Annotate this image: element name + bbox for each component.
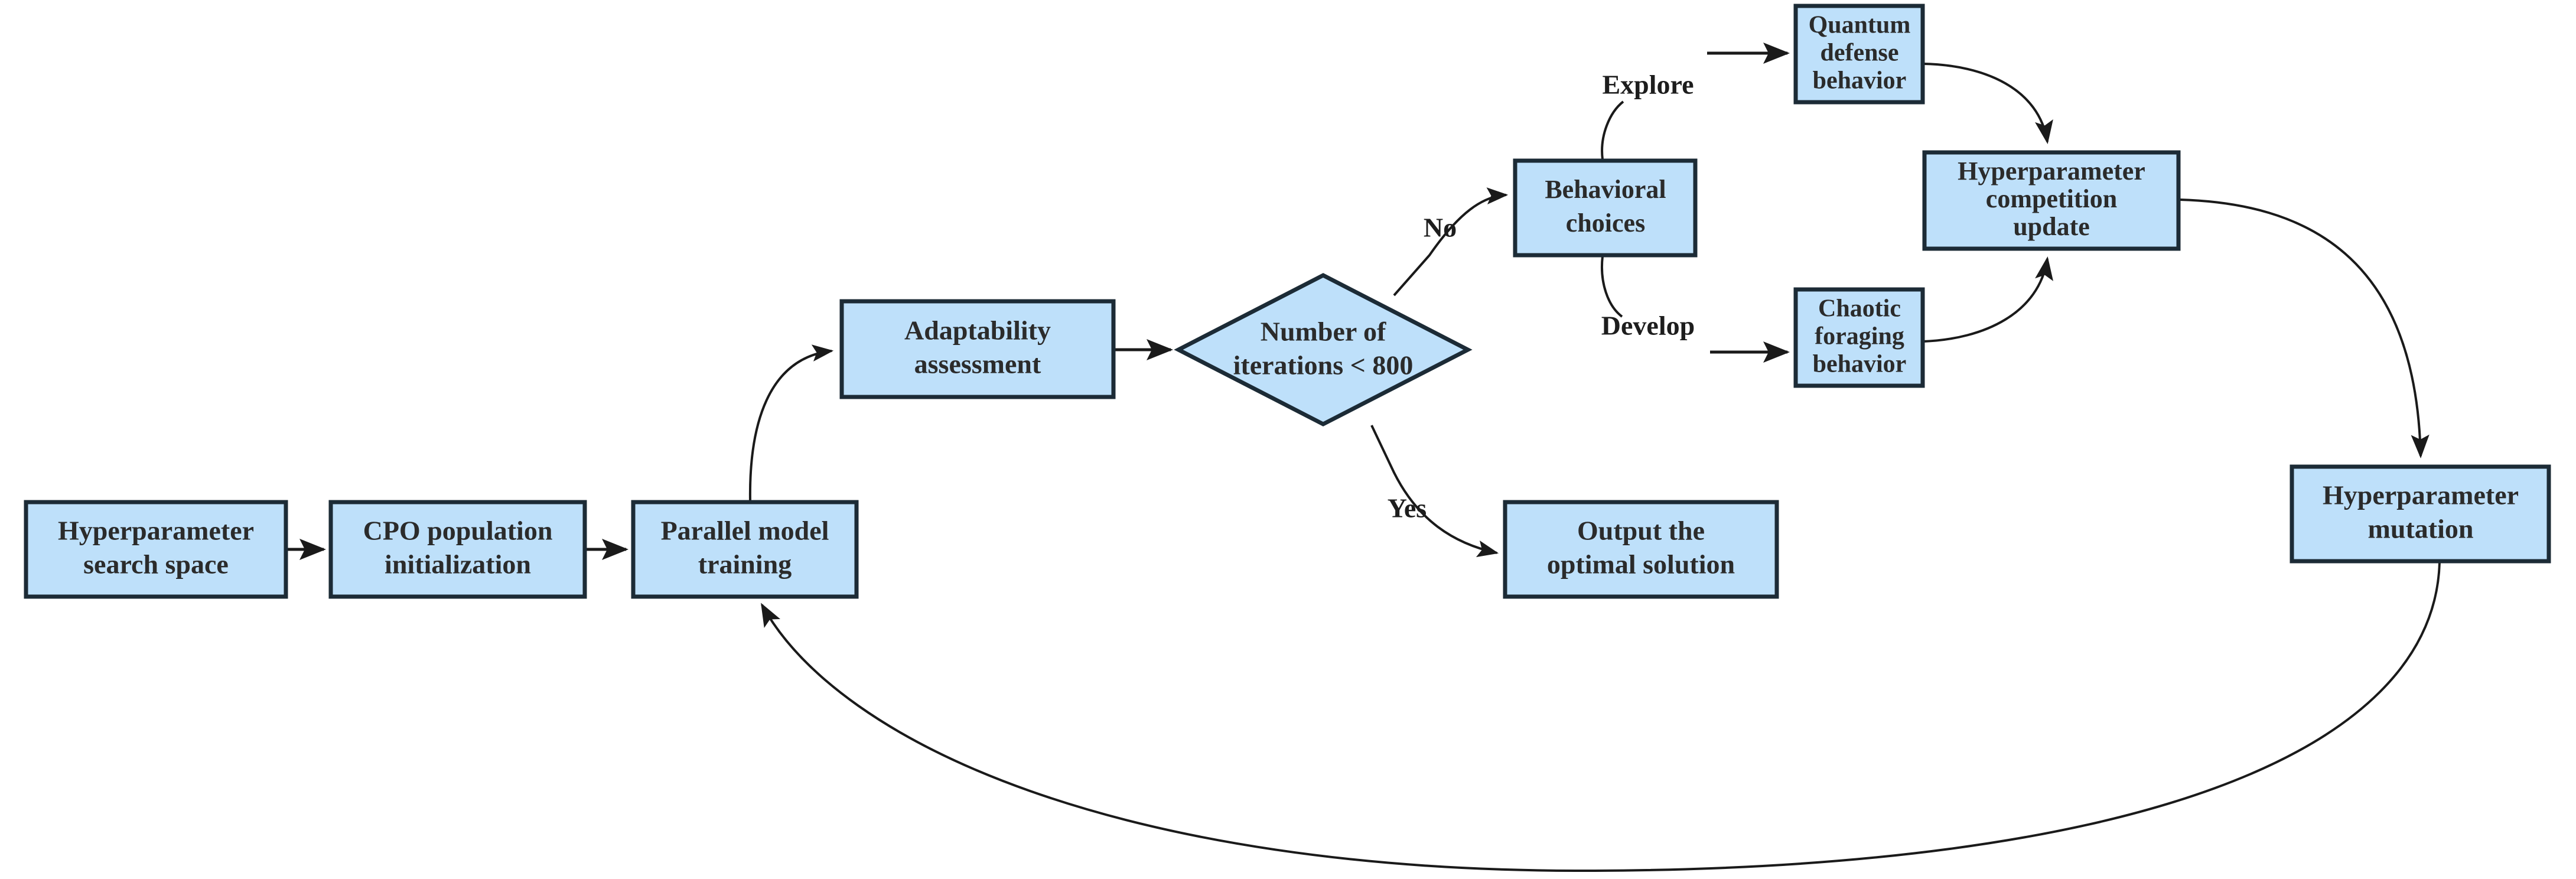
node-label-line: behavior	[1813, 351, 1907, 378]
node-adaptability-assessment[interactable]: Adaptability assessment	[839, 299, 1116, 399]
node-label-line: Hyperparameter	[1958, 157, 2145, 185]
edge-training-to-assessment	[748, 344, 834, 502]
edge-decision-no-to-behavioral	[1393, 187, 1509, 297]
edge-label-explore: Explore	[1602, 70, 1694, 100]
edge-mutation-to-training	[761, 562, 2441, 873]
node-label-line: choices	[1566, 209, 1645, 237]
node-chaotic-foraging-behavior[interactable]: Chaotic foraging behavior	[1793, 287, 1925, 388]
node-label-line: Adaptability	[904, 315, 1051, 346]
node-label-line: behavior	[1813, 67, 1907, 95]
edges-layer	[286, 43, 2441, 873]
node-hyperparameter-search-space[interactable]: Hyperparameter search space	[24, 500, 288, 599]
node-label-line: mutation	[2368, 514, 2474, 544]
edge-chaotic-to-competition	[1923, 256, 2053, 343]
node-behavioral-choices[interactable]: Behavioral choices	[1513, 158, 1698, 258]
node-label-line: initialization	[385, 549, 531, 580]
node-label-line: foraging	[1815, 323, 1904, 350]
edge-label-yes: Yes	[1388, 493, 1427, 523]
node-label-line: optimal solution	[1547, 549, 1735, 580]
node-label-line: Chaotic	[1818, 295, 1901, 323]
node-number-of-iterations[interactable]: Number of iterations < 800	[1174, 273, 1473, 427]
node-label-line: iterations < 800	[1233, 350, 1414, 380]
node-label-line: Hyperparameter	[58, 516, 254, 546]
node-hyperparameter-competition-update[interactable]: Hyperparameter competition update	[1922, 150, 2181, 251]
edge-behavioral-develop-curve	[1601, 256, 1623, 318]
node-label-line: CPO population	[363, 516, 553, 546]
edge-label-no: No	[1424, 213, 1457, 243]
node-quantum-defense-behavior[interactable]: Quantum defense behavior	[1793, 4, 1925, 105]
node-label-line: Hyperparameter	[2323, 480, 2519, 510]
node-label-line: Quantum	[1809, 12, 1911, 39]
node-label-line: Number of	[1261, 317, 1386, 347]
edge-labels-layer: No Yes Explore Develop	[1388, 70, 1695, 523]
node-output-the-optimal-solution[interactable]: Output the optimal solution	[1503, 500, 1779, 599]
nodes-layer: Hyperparameter search space CPO populati…	[24, 4, 2551, 599]
node-hyperparameter-mutation[interactable]: Hyperparameter mutation	[2290, 464, 2551, 564]
node-label-line: Output the	[1577, 516, 1705, 546]
edge-decision-yes-to-output	[1370, 425, 1499, 558]
edge-label-develop: Develop	[1601, 311, 1695, 341]
node-label-line: Parallel model	[661, 516, 829, 546]
node-label-line: assessment	[914, 349, 1041, 379]
node-label-line: update	[2013, 212, 2090, 241]
edge-quantum-to-competition	[1923, 63, 2053, 144]
node-cpo-population-initialization[interactable]: CPO population initialization	[328, 500, 587, 599]
node-label-line: Behavioral	[1545, 175, 1666, 204]
node-label-line: training	[698, 549, 792, 580]
node-label-line: defense	[1821, 40, 1899, 67]
edge-competition-to-mutation	[2179, 198, 2430, 458]
node-label-line: competition	[1986, 184, 2117, 213]
edge-behavioral-explore-curve	[1601, 100, 1624, 160]
node-parallel-model-training[interactable]: Parallel model training	[631, 500, 859, 599]
node-label-line: search space	[83, 549, 229, 580]
